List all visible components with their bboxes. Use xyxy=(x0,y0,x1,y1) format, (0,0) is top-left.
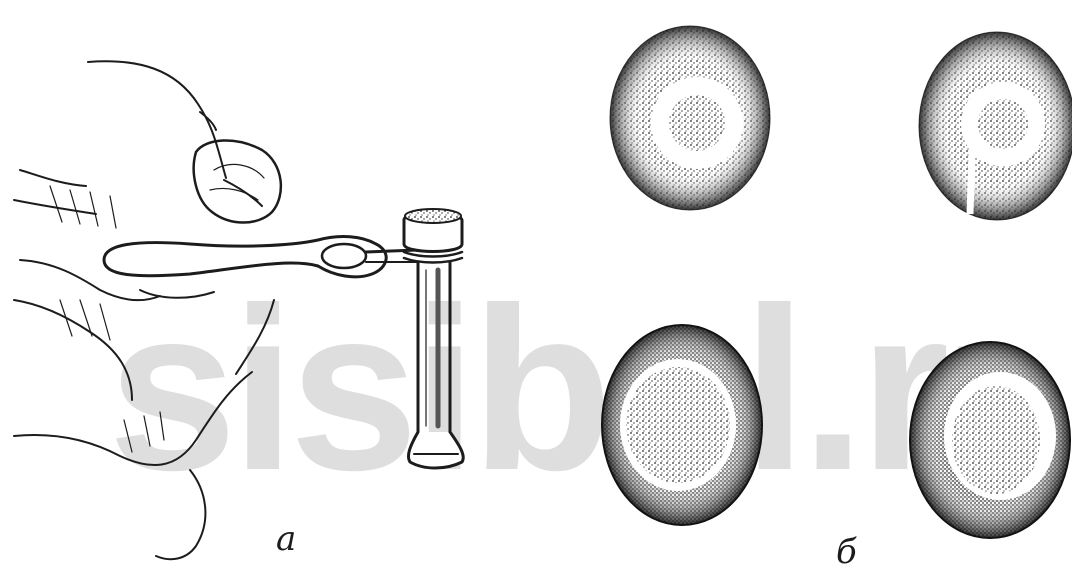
film-spot-bottom-right xyxy=(910,342,1070,538)
panel-b-label: б xyxy=(836,535,857,569)
film-spot-top-right xyxy=(919,32,1072,220)
test-tube-icon xyxy=(404,209,463,468)
wire-loop-icon xyxy=(104,237,418,277)
film-spot-bottom-left xyxy=(602,325,762,525)
panel-b-drawing xyxy=(602,26,1072,538)
panel-a-label: а xyxy=(276,522,296,556)
hand-icon xyxy=(14,61,274,559)
film-spot-top-left xyxy=(610,26,770,210)
panel-a-drawing xyxy=(14,61,463,559)
thumb-nail-icon xyxy=(194,140,281,222)
